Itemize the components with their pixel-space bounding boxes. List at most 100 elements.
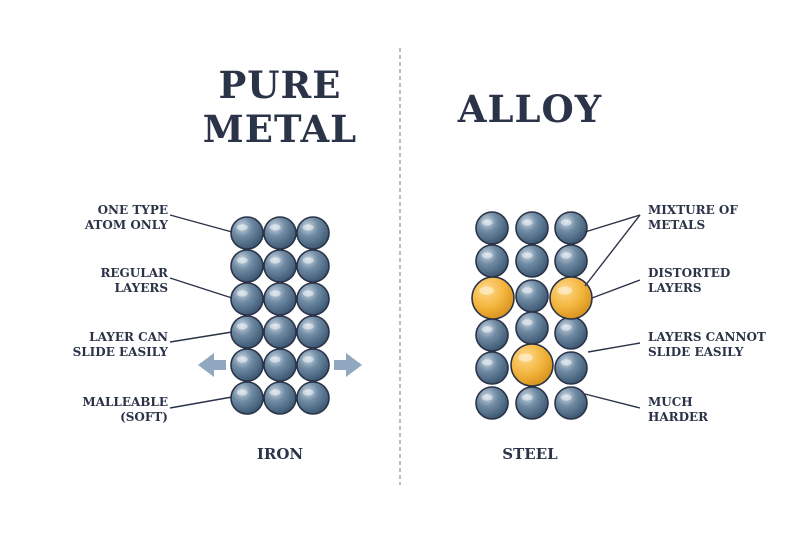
steel-iron-atom-highlight — [481, 359, 493, 366]
steel-iron-atom-highlight — [481, 219, 493, 226]
leader-line-distorted — [591, 279, 641, 299]
iron-atom-highlight — [302, 389, 314, 396]
steel-iron-atom-highlight — [521, 252, 533, 259]
iron-atom — [296, 348, 330, 382]
iron-atom-highlight — [302, 290, 314, 297]
steel-iron-atom — [515, 244, 549, 278]
steel-iron-atom — [515, 311, 549, 345]
iron-atom-highlight — [269, 224, 281, 231]
steel-iron-atom — [554, 386, 588, 420]
steel-iron-atom-highlight — [560, 252, 572, 259]
iron-atom — [230, 249, 264, 283]
iron-atom-highlight — [302, 323, 314, 330]
iron-atom — [263, 216, 297, 250]
iron-atom — [263, 348, 297, 382]
iron-atom — [263, 381, 297, 415]
iron-atom — [263, 249, 297, 283]
steel-iron-atom — [475, 351, 509, 385]
steel-iron-atom — [515, 386, 549, 420]
title-line-metal: METAL — [202, 106, 358, 151]
steel-alloy-atom-highlight — [518, 353, 534, 362]
iron-atom-highlight — [302, 224, 314, 231]
left-leader-lines — [169, 214, 233, 409]
title-line-pure: PURE — [218, 63, 342, 107]
iron-atom-highlight — [269, 290, 281, 297]
iron-atom — [230, 381, 264, 415]
steel-iron-atom-highlight — [521, 319, 533, 326]
leader-line-harder — [584, 393, 641, 409]
iron-caption: IRON — [256, 445, 304, 463]
leader-line-malleable — [169, 396, 233, 409]
steel-alloy-atom — [549, 276, 593, 320]
iron-atom — [296, 282, 330, 316]
steel-iron-atom-highlight — [521, 394, 533, 401]
steel-iron-atom — [475, 211, 509, 245]
right-leader-lines — [584, 214, 641, 409]
steel-iron-atom — [515, 211, 549, 245]
steel-iron-atom-highlight — [521, 287, 533, 294]
steel-iron-atom-highlight — [560, 219, 572, 226]
iron-atom-highlight — [236, 356, 248, 363]
iron-atom-highlight — [269, 356, 281, 363]
left-arrow-icon — [198, 353, 226, 377]
iron-atom — [230, 216, 264, 250]
steel-iron-atom — [475, 318, 509, 352]
iron-atom-highlight — [236, 224, 248, 231]
leader-line-mixture-1 — [584, 214, 641, 233]
pure-metal-title: PURE METAL — [190, 63, 370, 151]
iron-atom-highlight — [269, 257, 281, 264]
steel-iron-atom-highlight — [560, 324, 572, 331]
iron-atom-highlight — [236, 290, 248, 297]
iron-atom-highlight — [302, 356, 314, 363]
iron-atom-highlight — [236, 323, 248, 330]
steel-iron-atom-highlight — [521, 219, 533, 226]
iron-atom-highlight — [302, 257, 314, 264]
steel-iron-atom — [554, 351, 588, 385]
steel-iron-atom-highlight — [560, 359, 572, 366]
label-malleable: MALLEABLE(SOFT) — [82, 395, 168, 424]
right-arrow-icon — [334, 353, 362, 377]
iron-atom — [230, 315, 264, 349]
iron-atom — [263, 282, 297, 316]
steel-iron-atom — [554, 244, 588, 278]
steel-iron-atom-highlight — [481, 394, 493, 401]
iron-atom — [263, 315, 297, 349]
iron-atom-highlight — [236, 257, 248, 264]
steel-iron-atom — [554, 211, 588, 245]
iron-atom — [296, 381, 330, 415]
steel-iron-atom-highlight — [481, 326, 493, 333]
steel-iron-atom-highlight — [560, 394, 572, 401]
iron-atom — [296, 315, 330, 349]
steel-iron-atom-highlight — [481, 252, 493, 259]
iron-atom-highlight — [269, 323, 281, 330]
steel-caption: STEEL — [502, 445, 558, 463]
steel-alloy-atom-highlight — [479, 286, 495, 295]
iron-atom — [296, 249, 330, 283]
iron-atom-grid — [230, 216, 330, 415]
steel-iron-atom — [475, 244, 509, 278]
iron-atom — [296, 216, 330, 250]
steel-alloy-atom — [510, 343, 554, 387]
iron-atom-highlight — [236, 389, 248, 396]
iron-atom-highlight — [269, 389, 281, 396]
alloy-title: ALLOY — [457, 87, 603, 131]
leader-line-slide-easily — [169, 331, 233, 343]
steel-iron-atom — [554, 316, 588, 350]
steel-iron-atom — [475, 386, 509, 420]
steel-alloy-atom-highlight — [557, 286, 573, 295]
leader-line-regular-layers — [169, 277, 233, 299]
leader-line-cannot-slide — [587, 342, 641, 353]
iron-atom — [230, 282, 264, 316]
steel-alloy-atom — [471, 276, 515, 320]
steel-iron-atom — [515, 279, 549, 313]
iron-atom — [230, 348, 264, 382]
